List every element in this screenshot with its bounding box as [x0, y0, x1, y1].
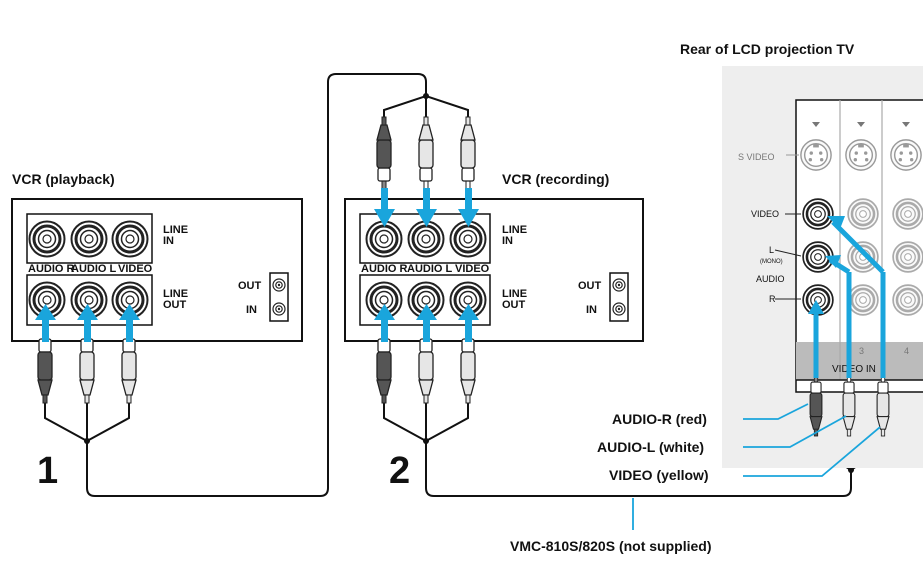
- vcr2-top-plugs: [376, 116, 476, 194]
- jack-label-audio-r: AUDIO R: [361, 263, 408, 275]
- jack-label-audio-r: AUDIO R: [28, 263, 75, 275]
- junction-dot: [423, 438, 429, 444]
- line-in-label: LINE: [502, 224, 527, 236]
- plug-video: [460, 116, 476, 194]
- tv-arrows: [813, 220, 886, 378]
- tv-rear-panel: S VIDEO VIDEO L (MONO) AUDIO R 3 4 VIDEO…: [722, 66, 923, 468]
- vcr-recording-panel: AUDIO R AUDIO L VIDEO LINE IN LINE OUT O…: [344, 198, 644, 342]
- cable-label: VMC-810S/820S (not supplied): [510, 538, 711, 554]
- callout-audio-r: AUDIO-R (red): [612, 411, 707, 427]
- callout-video: VIDEO (yellow): [609, 467, 709, 483]
- callout-audio-l: AUDIO-L (white): [597, 439, 704, 455]
- line-in-label: IN: [502, 235, 513, 247]
- tv-video-label: VIDEO: [751, 209, 779, 219]
- jack-label-audio-l: AUDIO L: [407, 263, 453, 275]
- line-in-label: LINE: [163, 224, 188, 236]
- jack-label-audio-l: AUDIO L: [71, 263, 117, 275]
- tv-mono-label: (MONO): [760, 259, 783, 265]
- jack-label-video: VIDEO: [118, 263, 153, 275]
- tv-num-4: 4: [904, 346, 909, 356]
- arrow-up-icon: [416, 304, 437, 342]
- step-2: 2: [389, 450, 410, 492]
- junction-dot: [84, 438, 90, 444]
- arrow-up-icon: [374, 304, 395, 342]
- tv-arrow-heads: [808, 216, 845, 314]
- tv-s-video-label: S VIDEO: [738, 152, 775, 162]
- out-label: OUT: [578, 280, 602, 292]
- arrow-up-icon: [119, 304, 140, 342]
- arrow-up-icon: [35, 304, 56, 342]
- rear-tv-title: Rear of LCD projection TV: [680, 41, 855, 57]
- junction-dot: [848, 467, 854, 473]
- plug-audio-l: [418, 116, 434, 194]
- vcr-playback-panel: AUDIO R AUDIO L VIDEO LINE IN LINE OUT O…: [11, 198, 303, 342]
- in-label: IN: [586, 304, 597, 316]
- tv-num-3: 3: [859, 346, 864, 356]
- junction-dot: [423, 93, 429, 99]
- callout-leaders: [632, 403, 881, 530]
- arrow-down-icon: [374, 188, 395, 227]
- vcr-recording-title: VCR (recording): [502, 171, 609, 187]
- arrow-down-icon: [416, 188, 437, 227]
- out-label: OUT: [238, 280, 262, 292]
- step-1: 1: [37, 450, 58, 492]
- plug-audio-r: [376, 116, 392, 194]
- arrow-down-icon: [458, 188, 479, 227]
- arrow-up-icon: [458, 304, 479, 342]
- line-out-label: LINE: [163, 288, 188, 300]
- tv-audio-label: AUDIO: [756, 274, 785, 284]
- line-in-label: IN: [163, 235, 174, 247]
- line-out-label: OUT: [163, 299, 187, 311]
- line-out-label: LINE: [502, 288, 527, 300]
- vcr-playback-title: VCR (playback): [12, 171, 115, 187]
- connection-arrows: [35, 188, 479, 342]
- in-label: IN: [246, 304, 257, 316]
- tv-r-label: R: [769, 294, 776, 304]
- tv-l-label: L: [769, 245, 774, 255]
- jack-label-video: VIDEO: [455, 263, 490, 275]
- tv-video-in-label: VIDEO IN: [832, 364, 876, 375]
- arrow-up-icon: [77, 304, 98, 342]
- line-out-label: OUT: [502, 299, 526, 311]
